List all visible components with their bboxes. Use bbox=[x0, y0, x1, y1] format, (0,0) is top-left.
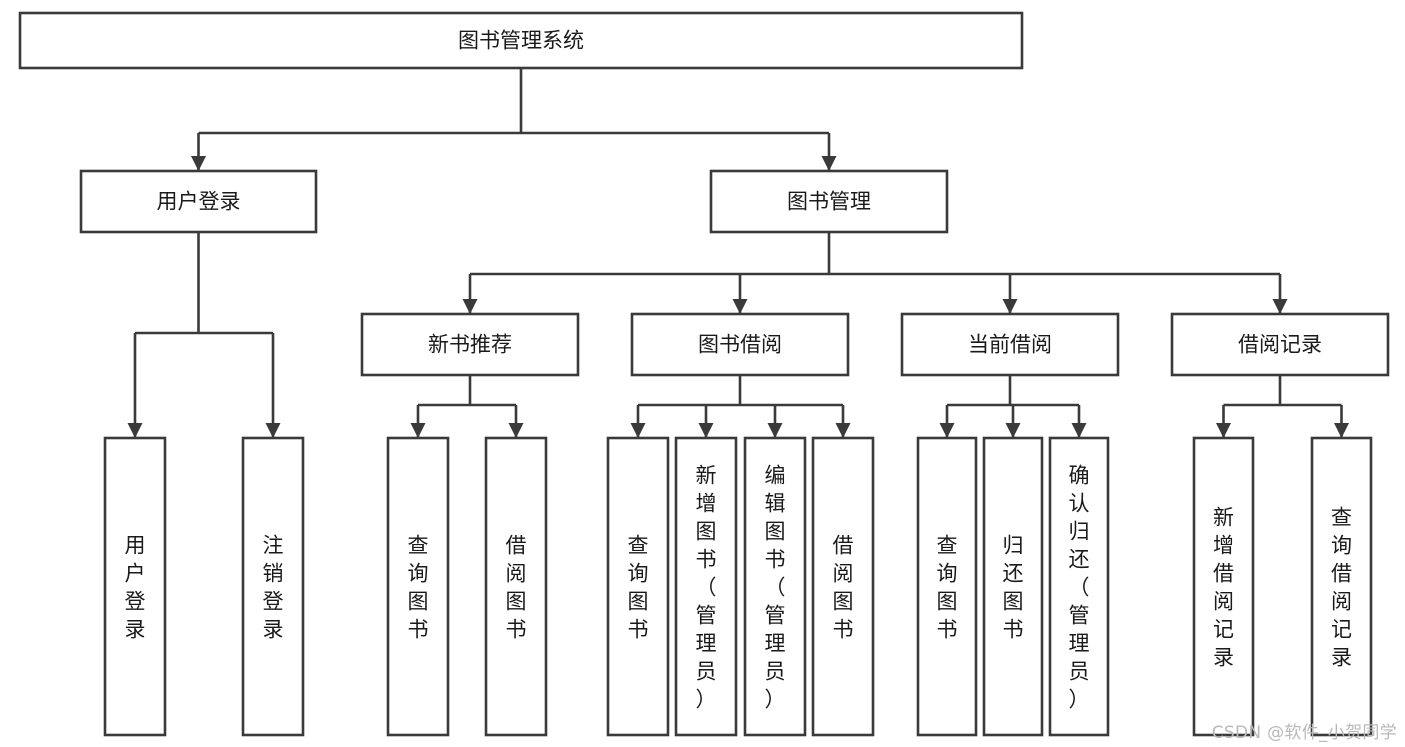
node-leaf-10[interactable]: 确认归还（管理员） bbox=[1048, 436, 1110, 737]
node-box bbox=[982, 436, 1044, 737]
node-leaf-7[interactable]: 借阅图书 bbox=[811, 436, 875, 737]
node-root-0[interactable]: 图书管理系统 bbox=[18, 11, 1024, 70]
node-leaf-3[interactable]: 借阅图书 bbox=[484, 436, 548, 737]
node-label: 查询借阅记录 bbox=[1331, 505, 1352, 669]
node-box bbox=[811, 436, 875, 737]
node-box bbox=[1310, 436, 1373, 737]
arrow-down-icon bbox=[630, 423, 646, 438]
node-box bbox=[386, 436, 450, 737]
node-box bbox=[674, 436, 738, 737]
node-label: 当前借阅 bbox=[968, 333, 1052, 357]
node-box bbox=[18, 11, 1024, 70]
node-box bbox=[606, 436, 670, 737]
node-label: 图书管理 bbox=[787, 190, 871, 214]
connector-layer bbox=[127, 68, 1349, 438]
node-label: 查询图书 bbox=[937, 533, 958, 641]
node-box bbox=[79, 169, 318, 234]
node-level3-0[interactable]: 新书推荐 bbox=[360, 312, 580, 377]
node-level3-2[interactable]: 当前借阅 bbox=[900, 312, 1120, 377]
node-box bbox=[900, 312, 1120, 377]
node-box bbox=[709, 169, 949, 234]
node-leaf-8[interactable]: 查询图书 bbox=[916, 436, 978, 737]
node-label: 确认归还（管理员） bbox=[1069, 463, 1090, 711]
arrow-down-icon bbox=[1216, 423, 1231, 438]
node-box bbox=[1170, 312, 1390, 377]
node-label: 新增图书（管理员） bbox=[696, 463, 717, 711]
node-box bbox=[630, 312, 850, 377]
arrow-down-icon bbox=[191, 156, 206, 171]
arrow-down-icon bbox=[835, 423, 851, 438]
node-box bbox=[103, 436, 167, 737]
node-label: 图书管理系统 bbox=[458, 29, 584, 53]
node-leaf-12[interactable]: 查询借阅记录 bbox=[1310, 436, 1373, 737]
node-label: 新书推荐 bbox=[428, 333, 512, 357]
arrow-down-icon bbox=[1334, 423, 1349, 438]
arrow-down-icon bbox=[127, 423, 143, 438]
arrow-down-icon bbox=[1272, 299, 1288, 314]
node-label: 新增借阅记录 bbox=[1213, 505, 1234, 669]
node-level3-3[interactable]: 借阅记录 bbox=[1170, 312, 1390, 377]
node-leaf-11[interactable]: 新增借阅记录 bbox=[1192, 436, 1255, 737]
node-label: 借阅图书 bbox=[506, 533, 527, 641]
node-label: 借阅记录 bbox=[1238, 333, 1322, 357]
arrow-down-icon bbox=[265, 423, 281, 438]
arrow-down-icon bbox=[698, 423, 714, 438]
node-leaf-6[interactable]: 编辑图书（管理员） bbox=[743, 436, 807, 737]
node-level2-0[interactable]: 用户登录 bbox=[79, 169, 318, 234]
node-layer: 图书管理系统用户登录图书管理新书推荐图书借阅当前借阅借阅记录用户登录注销登录查询… bbox=[18, 11, 1390, 737]
node-leaf-5[interactable]: 新增图书（管理员） bbox=[674, 436, 738, 737]
arrow-down-icon bbox=[767, 423, 783, 438]
node-label: 注销登录 bbox=[263, 533, 284, 641]
node-box bbox=[241, 436, 305, 737]
node-leaf-1[interactable]: 注销登录 bbox=[241, 436, 305, 737]
node-box bbox=[743, 436, 807, 737]
node-leaf-2[interactable]: 查询图书 bbox=[386, 436, 450, 737]
arrow-down-icon bbox=[1002, 299, 1018, 314]
node-box bbox=[360, 312, 580, 377]
arrow-down-icon bbox=[410, 423, 426, 438]
node-leaf-9[interactable]: 归还图书 bbox=[982, 436, 1044, 737]
node-label: 编辑图书（管理员） bbox=[765, 463, 786, 711]
node-box bbox=[484, 436, 548, 737]
node-level2-1[interactable]: 图书管理 bbox=[709, 169, 949, 234]
node-leaf-0[interactable]: 用户登录 bbox=[103, 436, 167, 737]
node-label: 查询图书 bbox=[628, 533, 649, 641]
node-label: 用户登录 bbox=[157, 190, 241, 214]
node-label: 用户登录 bbox=[125, 533, 146, 641]
node-leaf-4[interactable]: 查询图书 bbox=[606, 436, 670, 737]
arrow-down-icon bbox=[1005, 423, 1021, 438]
node-box bbox=[1192, 436, 1255, 737]
node-level3-1[interactable]: 图书借阅 bbox=[630, 312, 850, 377]
node-label: 图书借阅 bbox=[698, 333, 782, 357]
node-label: 借阅图书 bbox=[833, 533, 854, 641]
arrow-down-icon bbox=[732, 299, 748, 314]
arrow-down-icon bbox=[462, 299, 478, 314]
node-box bbox=[916, 436, 978, 737]
arrow-down-icon bbox=[939, 423, 955, 438]
arrow-down-icon bbox=[821, 156, 837, 171]
node-label: 归还图书 bbox=[1003, 533, 1024, 641]
node-label: 查询图书 bbox=[408, 533, 429, 641]
arrow-down-icon bbox=[508, 423, 524, 438]
arrow-down-icon bbox=[1071, 423, 1087, 438]
node-box bbox=[1048, 436, 1110, 737]
